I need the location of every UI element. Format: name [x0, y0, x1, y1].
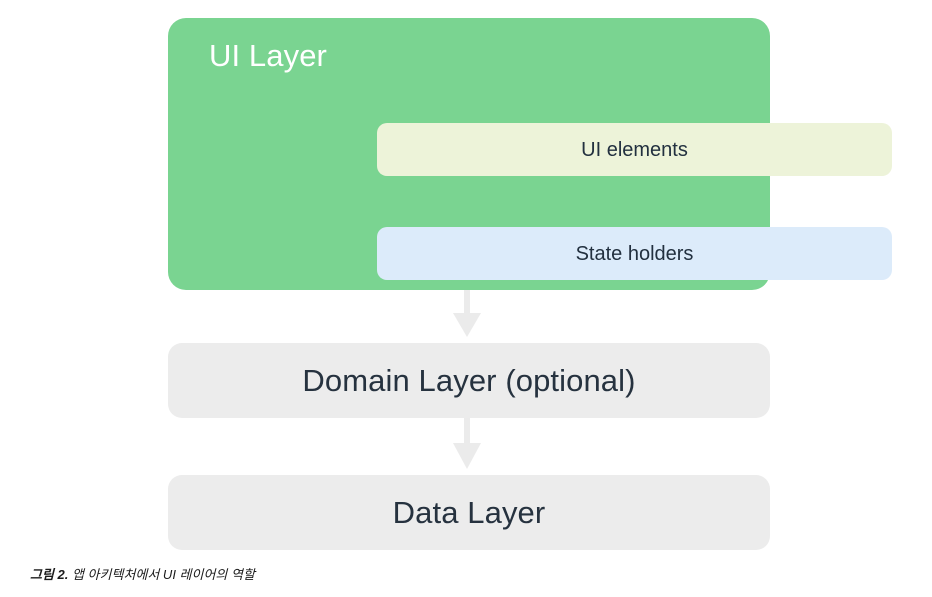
- arrow-state-holders-to-domain-layer: [453, 290, 481, 337]
- box-state-holders: State holders: [377, 227, 892, 280]
- ui-layer-title: UI Layer: [209, 38, 327, 73]
- figure-caption: 그림 2. 앱 아키텍처에서 UI 레이어의 역할: [30, 566, 255, 584]
- box-domain-layer: Domain Layer (optional): [168, 343, 770, 418]
- arrow-domain-layer-to-data-layer: [453, 418, 481, 469]
- box-state-holders-label: State holders: [575, 242, 694, 265]
- box-domain-layer-label: Domain Layer (optional): [302, 362, 636, 398]
- ui-layer-container: UI Layer UI elements State holders: [168, 18, 892, 290]
- box-ui-elements-label: UI elements: [581, 138, 688, 161]
- figure-caption-text: 앱 아키텍처에서 UI 레이어의 역할: [68, 567, 255, 582]
- box-ui-elements: UI elements: [377, 123, 892, 176]
- box-data-layer: Data Layer: [168, 475, 770, 550]
- box-data-layer-label: Data Layer: [392, 494, 546, 530]
- architecture-diagram: UI Layer UI elements State holders Domai…: [168, 18, 892, 550]
- figure-caption-number: 그림 2.: [30, 567, 69, 582]
